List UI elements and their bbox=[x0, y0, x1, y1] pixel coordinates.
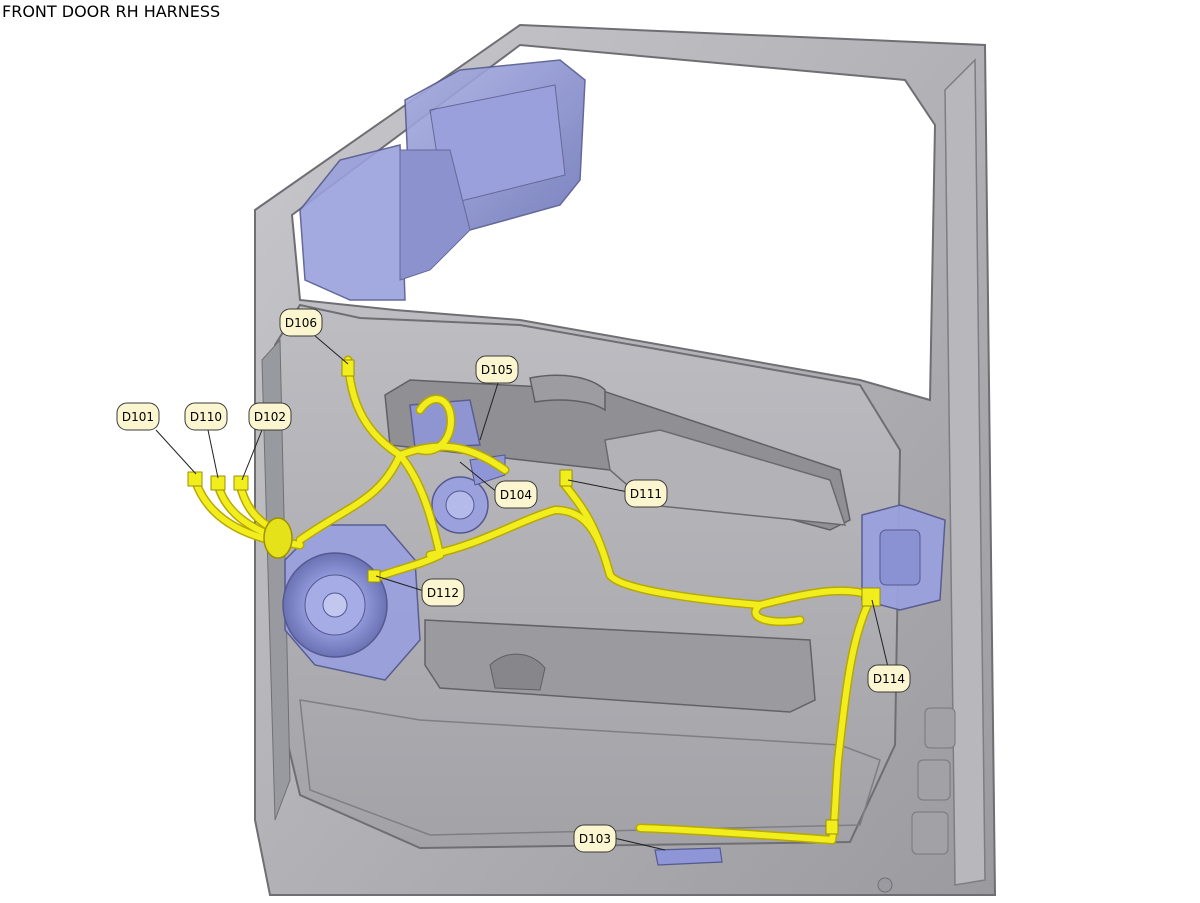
diagram-title: FRONT DOOR RH HARNESS bbox=[2, 2, 221, 21]
callout-D103: D103 bbox=[573, 824, 617, 853]
door-trim-panel bbox=[261, 303, 902, 850]
side-mirror bbox=[299, 59, 586, 301]
callout-D112: D112 bbox=[421, 578, 465, 607]
wire-harness bbox=[187, 355, 881, 845]
connector-callouts: D101 D110 D102 D106 D105 D104 D111 D112 bbox=[116, 308, 911, 853]
callout-D105: D105 bbox=[475, 355, 519, 384]
callout-leaders bbox=[155, 334, 889, 851]
callout-label: D106 bbox=[285, 316, 317, 330]
callout-D111: D111 bbox=[624, 479, 668, 508]
callout-label: D103 bbox=[579, 832, 611, 846]
callout-label: D105 bbox=[481, 363, 513, 377]
callout-label: D102 bbox=[254, 410, 286, 424]
callout-label: D104 bbox=[500, 488, 532, 502]
callout-D102: D102 bbox=[248, 402, 292, 431]
callout-D114: D114 bbox=[867, 664, 911, 693]
callout-label: D110 bbox=[190, 410, 222, 424]
callout-label: D112 bbox=[427, 586, 459, 600]
lower-lamp-module bbox=[654, 847, 723, 866]
callout-D110: D110 bbox=[184, 402, 228, 431]
door-speaker bbox=[282, 524, 421, 681]
callout-label: D111 bbox=[630, 487, 662, 501]
callout-label: D114 bbox=[873, 672, 905, 686]
callout-D101: D101 bbox=[116, 402, 160, 431]
callout-label: D101 bbox=[122, 410, 154, 424]
callout-D104: D104 bbox=[494, 480, 538, 509]
callout-D106: D106 bbox=[279, 308, 323, 337]
door-latch bbox=[861, 504, 946, 611]
